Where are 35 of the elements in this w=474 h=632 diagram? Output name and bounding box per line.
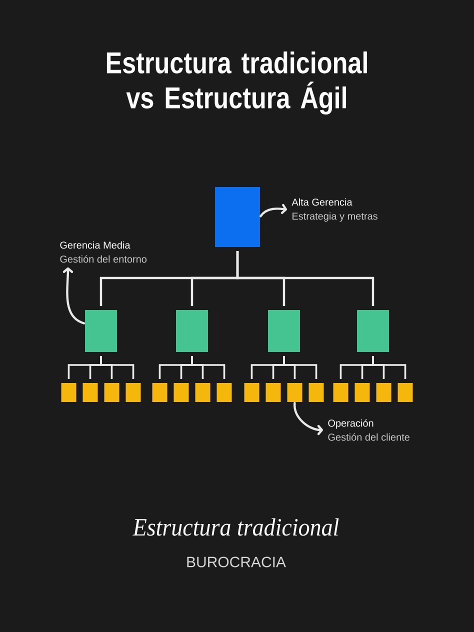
tree-line bbox=[372, 356, 406, 379]
bottom-level-box bbox=[126, 383, 141, 402]
middle-level-box bbox=[85, 310, 117, 352]
bottom-level-box bbox=[82, 383, 98, 402]
curved-arrow bbox=[62, 267, 86, 324]
tree-line bbox=[100, 356, 134, 379]
bottom-level-box bbox=[195, 383, 210, 402]
bottom-level-box bbox=[266, 383, 281, 402]
bottom-level-box bbox=[174, 383, 189, 402]
top-level-box bbox=[215, 187, 260, 247]
bottom-level-box bbox=[376, 383, 392, 402]
curved-arrow bbox=[294, 402, 323, 436]
curved-arrow bbox=[259, 204, 288, 218]
tree-line bbox=[283, 356, 318, 379]
bottom-level-box bbox=[216, 383, 232, 402]
bottom-level-box bbox=[354, 383, 370, 402]
bottom-level-box bbox=[398, 383, 413, 402]
bottom-level-box bbox=[308, 383, 324, 402]
bottom-level-box bbox=[61, 383, 76, 402]
bottom-level-box bbox=[104, 383, 120, 402]
title: Estructura tradicional vs Estructura Ágil bbox=[106, 51, 367, 115]
callout-text: Gerencia Media Gestión del entorno bbox=[60, 241, 147, 263]
tree-line bbox=[191, 356, 226, 379]
middle-level-box bbox=[176, 310, 208, 352]
middle-level-box bbox=[357, 310, 389, 352]
handwritten-heading: Estructura tradicional bbox=[132, 518, 339, 536]
subheading: BUROCRACIA bbox=[187, 556, 286, 568]
bottom-level-box bbox=[152, 383, 168, 402]
bottom-level-box bbox=[287, 383, 302, 402]
callout-text: Operación Gestión del cliente bbox=[328, 419, 410, 441]
middle-level-box bbox=[268, 310, 300, 352]
callout-text: Alta Gerencia Estrategia y metras bbox=[292, 198, 378, 222]
bottom-level-box bbox=[333, 383, 348, 402]
bottom-level-box bbox=[244, 383, 260, 402]
tree-line bbox=[236, 251, 374, 306]
